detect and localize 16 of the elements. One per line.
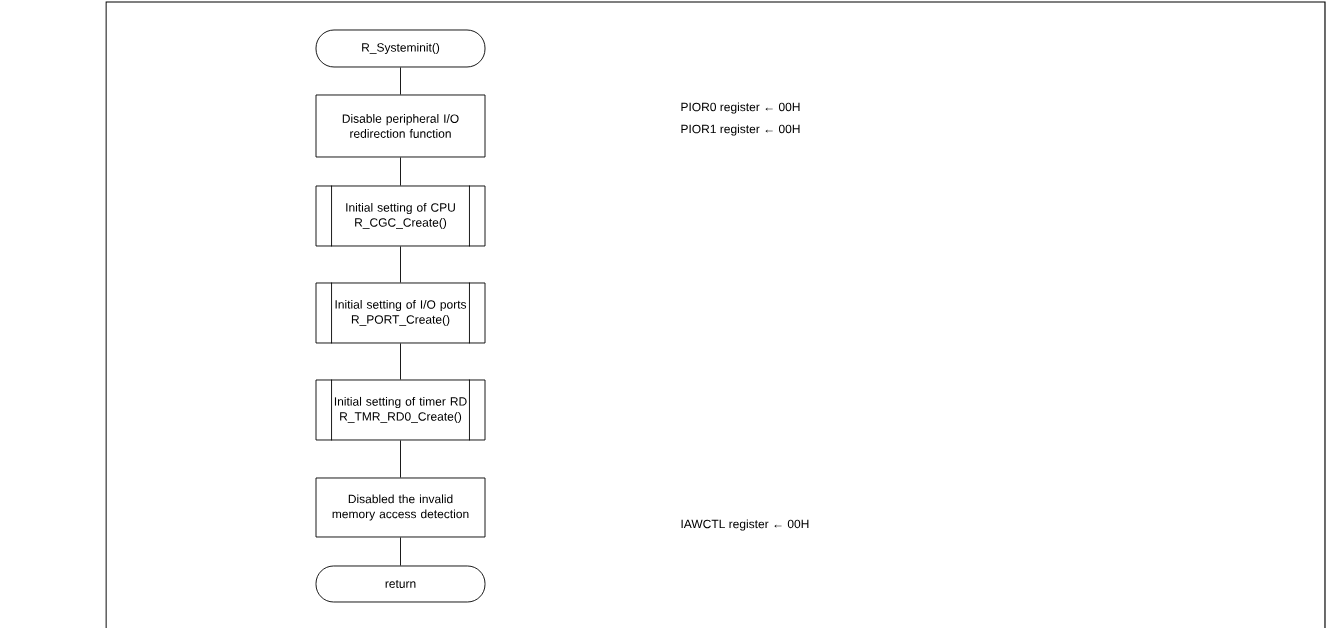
connector-line: [400, 343, 401, 380]
connector-line: [400, 440, 401, 478]
register-note: PIOR0 register ← 00H: [681, 102, 800, 114]
register-note: PIOR1 register ← 00H: [681, 124, 800, 136]
subroutine-box: Initial setting of CPU R_CGC_Create(): [315, 185, 486, 247]
terminator: return: [315, 565, 486, 603]
connector-line: [400, 157, 401, 186]
subroutine-box: Initial setting of I/O ports R_PORT_Create(): [315, 282, 486, 344]
process-box: Disabled the invalid memory access detection: [315, 477, 486, 538]
process-box: Disable peripheral I/O redirection function: [315, 94, 486, 158]
register-note: IAWCTL register ← 00H: [681, 519, 809, 531]
connector-line: [400, 246, 401, 283]
subroutine-box: Initial setting of timer RD R_TMR_RD0_Create(): [315, 379, 486, 441]
connector-line: [400, 67, 401, 95]
terminator: R_Systeminit(): [315, 29, 486, 68]
connector-line: [400, 537, 401, 566]
